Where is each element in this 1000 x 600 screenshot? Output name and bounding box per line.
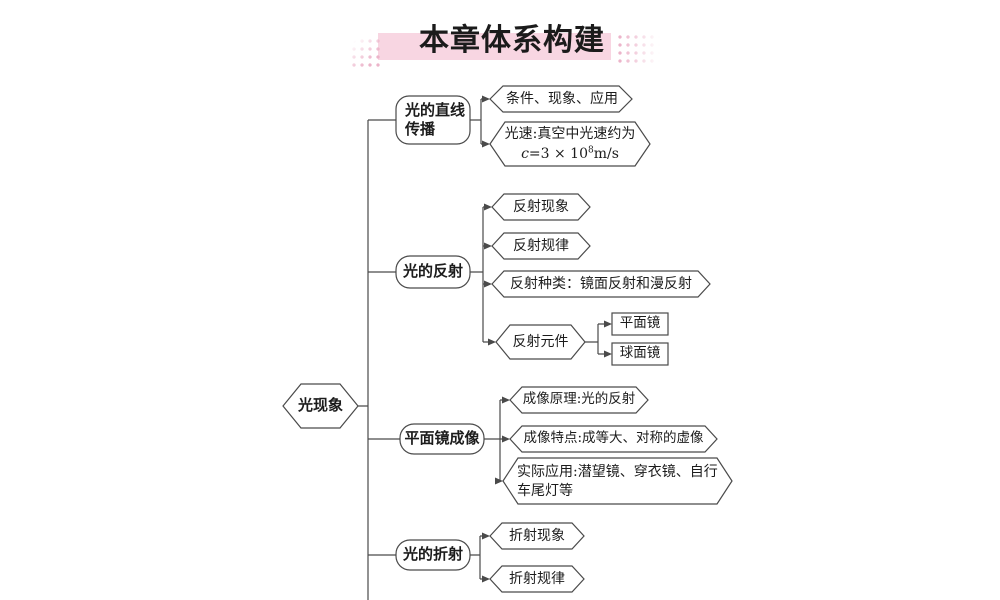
dots-left-decoration bbox=[350, 37, 384, 67]
leaf-reflection-elements-shape bbox=[495, 324, 586, 360]
leaf-light-speed-label: 光速:真空中光速约为 c=3 × 108m/s bbox=[492, 122, 648, 166]
leaf-light-speed-shape bbox=[489, 121, 651, 167]
branch-refraction-label: 光的折射 bbox=[402, 545, 463, 564]
leaf-reflection-elements-label: 反射元件 bbox=[512, 333, 569, 350]
leaf-imaging-principle-shape bbox=[509, 386, 649, 414]
branch-reflection-shape bbox=[395, 255, 471, 289]
root-node-label: 光现象 bbox=[297, 396, 343, 415]
leaf-reflection-phenomena-shape bbox=[491, 193, 591, 221]
branch-rectilinear-shape bbox=[395, 95, 471, 145]
root-node-shape bbox=[282, 383, 359, 429]
branch-refraction-shape bbox=[395, 539, 471, 571]
arrowheads bbox=[482, 95, 612, 583]
leaf-imaging-principle-label: 成像原理:光的反射 bbox=[522, 391, 636, 408]
light-speed-line1: 光速:真空中光速约为 bbox=[504, 125, 636, 142]
light-speed-formula: c=3 × 108m/s bbox=[521, 145, 619, 162]
leaf-imaging-features-shape bbox=[509, 425, 718, 453]
dots-right-decoration bbox=[616, 33, 662, 66]
leaf-imaging-applications-label: 实际应用:潜望镜、穿衣镜、自行车尾灯等 bbox=[517, 464, 718, 499]
branch-reflection-label: 光的反射 bbox=[402, 262, 463, 281]
leaf-reflection-phenomena-label: 反射现象 bbox=[513, 198, 569, 215]
branch-rectilinear-label: 光的直线传播 bbox=[405, 100, 466, 139]
branch-mirror-imaging-shape bbox=[399, 423, 485, 455]
page-title: 本章体系构建 bbox=[419, 24, 605, 57]
leaf-reflection-law-shape bbox=[491, 232, 591, 260]
leaf-imaging-applications-shape bbox=[502, 457, 733, 505]
leaf-refraction-phenomena-shape bbox=[489, 522, 585, 550]
leaf-reflection-law-label: 反射规律 bbox=[513, 237, 569, 254]
leaf-imaging-features-label: 成像特点:成等大、对称的虚像 bbox=[523, 430, 704, 447]
leaf-reflection-types-shape bbox=[491, 270, 711, 298]
leaf-reflection-types-label: 反射种类：镜面反射和漫反射 bbox=[510, 275, 692, 292]
leaf-conditions-label: 条件、现象、应用 bbox=[506, 90, 618, 107]
branch-mirror-imaging-label: 平面镜成像 bbox=[404, 429, 480, 448]
leaf-refraction-phenomena-label: 折射现象 bbox=[509, 527, 565, 544]
leaf-spherical-mirror-label: 球面镜 bbox=[619, 345, 661, 362]
title-band bbox=[378, 33, 611, 60]
leaf-conditions-shape bbox=[489, 85, 633, 113]
leaf-plane-mirror-label: 平面镜 bbox=[619, 315, 661, 332]
leaf-refraction-law-label: 折射规律 bbox=[509, 570, 565, 587]
leaf-refraction-law-shape bbox=[489, 565, 585, 593]
